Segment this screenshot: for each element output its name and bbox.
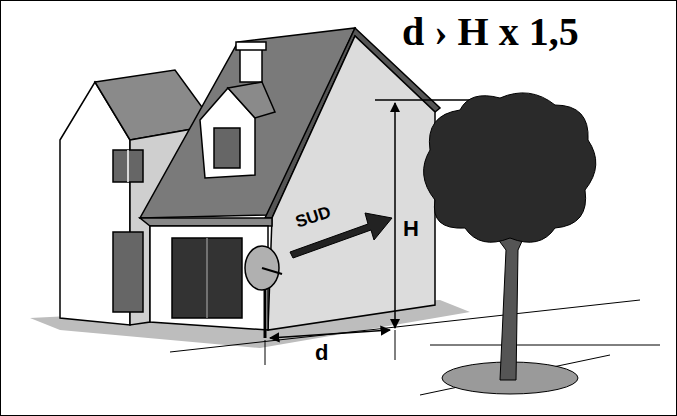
distance-dimension — [270, 330, 390, 338]
chimney — [236, 42, 266, 82]
height-label: H — [403, 218, 419, 240]
dormer — [200, 82, 275, 178]
distance-label: d — [315, 342, 328, 364]
satellite-dish — [245, 246, 282, 338]
gable-wall — [268, 36, 435, 330]
rule-title: d › H x 1,5 — [402, 12, 579, 52]
tree — [424, 93, 596, 394]
